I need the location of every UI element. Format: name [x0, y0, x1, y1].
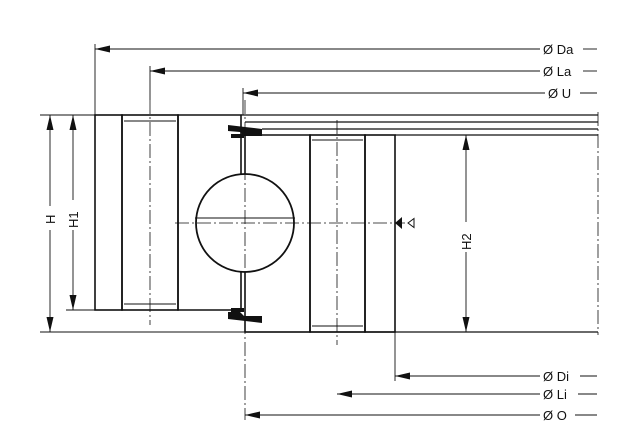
- dimension-u: Ø U: [242, 86, 597, 115]
- label-h: H: [43, 215, 58, 224]
- dimension-o: Ø O: [245, 408, 597, 423]
- label-da: Ø Da: [543, 42, 574, 57]
- label-h1: H1: [66, 211, 81, 228]
- dimension-h: H: [40, 114, 245, 333]
- dimension-la: Ø La: [149, 64, 597, 100]
- dimension-di: Ø Di: [394, 332, 597, 384]
- label-la: Ø La: [543, 64, 572, 79]
- label-u: Ø U: [548, 86, 571, 101]
- outer-ring-left-section: [94, 114, 123, 311]
- datum-marker-icon: [395, 217, 415, 229]
- label-di: Ø Di: [543, 369, 569, 384]
- dimension-li: Ø Li: [337, 387, 597, 402]
- dimension-h2: H2: [458, 135, 474, 332]
- label-o: Ø O: [543, 408, 567, 423]
- label-li: Ø Li: [543, 387, 567, 402]
- dimension-da: Ø Da: [94, 42, 597, 115]
- label-h2: H2: [459, 233, 474, 250]
- dimension-h1: H1: [65, 115, 95, 311]
- inner-ring-bolt-hole: [309, 134, 366, 333]
- bottom-seal: [228, 312, 262, 323]
- inner-ring-right-section: [364, 134, 396, 333]
